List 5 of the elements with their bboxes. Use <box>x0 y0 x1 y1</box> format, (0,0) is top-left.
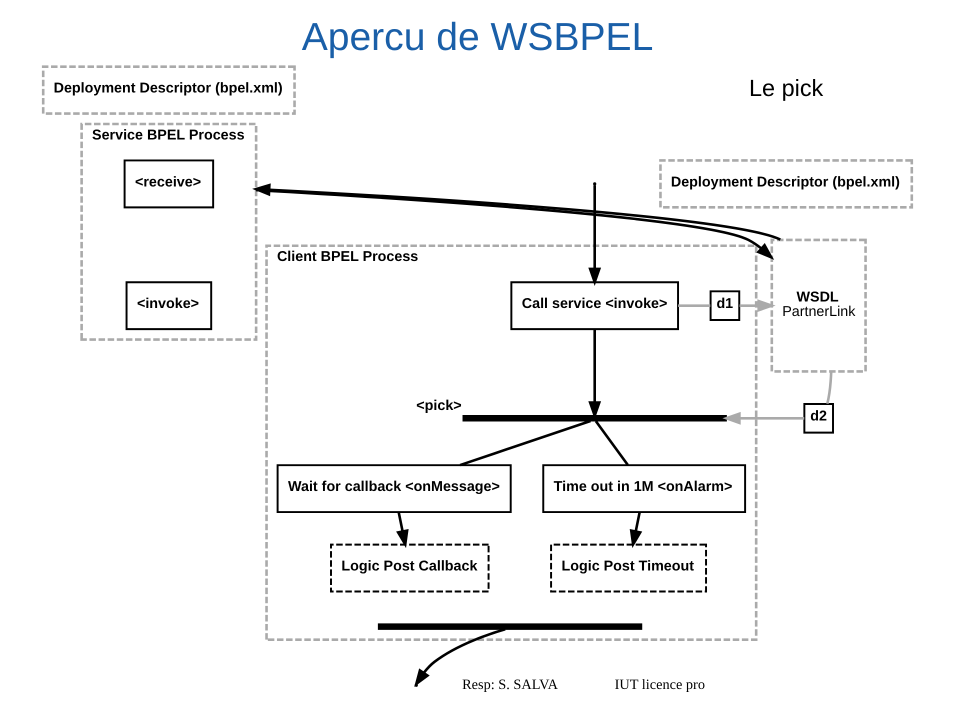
label: IUT licence pro <box>614 676 704 693</box>
label: Le pick <box>748 74 823 101</box>
diagram-title: Apercu de WSBPEL <box>301 16 653 59</box>
node-label: <pick> <box>416 398 462 414</box>
label: Resp: S. SALVA <box>462 676 558 693</box>
